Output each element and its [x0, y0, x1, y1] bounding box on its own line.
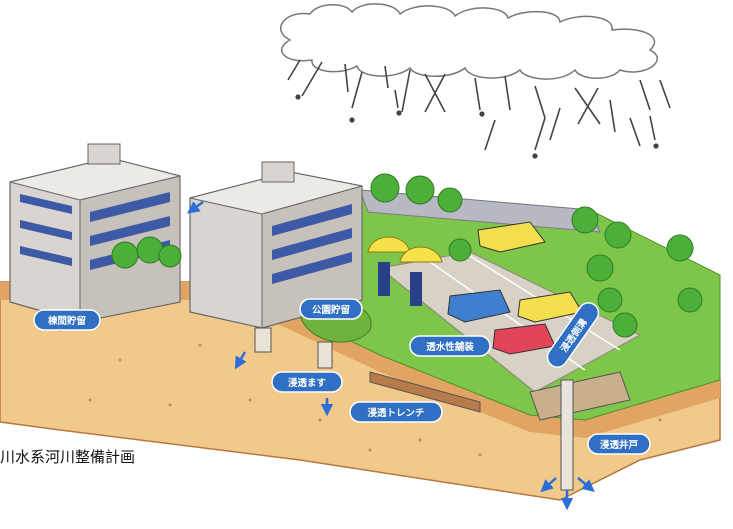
label-permeable-pavement-text: 透水性舗装 [426, 341, 474, 353]
label-infiltration-basin: 浸透ます [271, 371, 343, 393]
label-building-storage: 棟間貯留 [33, 309, 101, 331]
building-icon [189, 161, 363, 329]
arrow-down-icon [186, 200, 595, 511]
label-infiltration-trench-text: 浸透トレンチ [367, 407, 424, 419]
building-icon [9, 143, 181, 323]
cloud-icon [280, 3, 658, 80]
label-park-storage: 公園貯留 [299, 298, 363, 320]
rain-icon [287, 59, 671, 159]
label-infiltration-well-text: 浸透井戸 [600, 439, 639, 451]
label-building-storage-text: 棟間貯留 [48, 315, 86, 327]
underground-structures [254, 327, 631, 491]
label-infiltration-well: 浸透井戸 [587, 433, 651, 455]
label-permeable-pavement: 透水性舗装 [409, 335, 491, 357]
tree-icon [111, 173, 703, 338]
label-park-storage-text: 公園貯留 [312, 304, 350, 316]
label-infiltration-trench: 浸透トレンチ [349, 401, 443, 423]
label-infiltration-basin-text: 浸透ます [288, 377, 327, 389]
umbrella-icon [367, 236, 443, 306]
caption: 川水系河川整備計画 [0, 448, 136, 466]
car-icon [447, 221, 583, 355]
